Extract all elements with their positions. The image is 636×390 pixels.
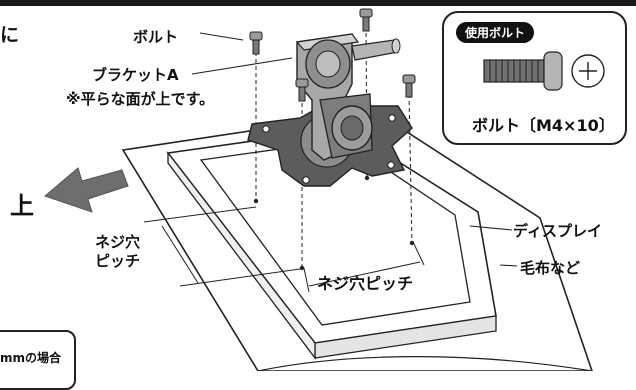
bracket-note: ※平らな面が上です。 [66,90,215,108]
top-border-bar [0,0,636,6]
page-text-fragment: に [0,24,20,46]
bolt-2 [359,8,373,32]
bolt-3 [295,78,309,102]
bolt-used-badge: 使用ボルト [456,22,535,43]
screw-pitch-label: ネジ穴ピッチ [317,274,414,293]
screw-pitch-label-left: ネジ穴 ピッチ [95,233,141,270]
bolt-1 [249,31,263,55]
leader-lines [191,32,518,267]
bolt-label: ボルト [133,28,179,46]
screw-holes [253,175,415,271]
up-arrow [44,167,129,213]
pitch-dimension-lines [143,206,425,293]
diagram-drawing [44,8,593,371]
blanket-label: 毛布など [520,259,581,277]
bolt-4 [402,74,416,98]
blanket-wrinkle [257,356,593,371]
up-direction-label: 上 [10,192,34,220]
bracket-peg [351,39,399,61]
cutoff-note-text: mmの場合 [0,351,62,365]
bolt-spec-label: ボルト〔M4×10〕 [472,116,615,135]
bracket-label: ブラケットA [92,66,179,84]
display-label: ディスプレイ [513,222,602,240]
